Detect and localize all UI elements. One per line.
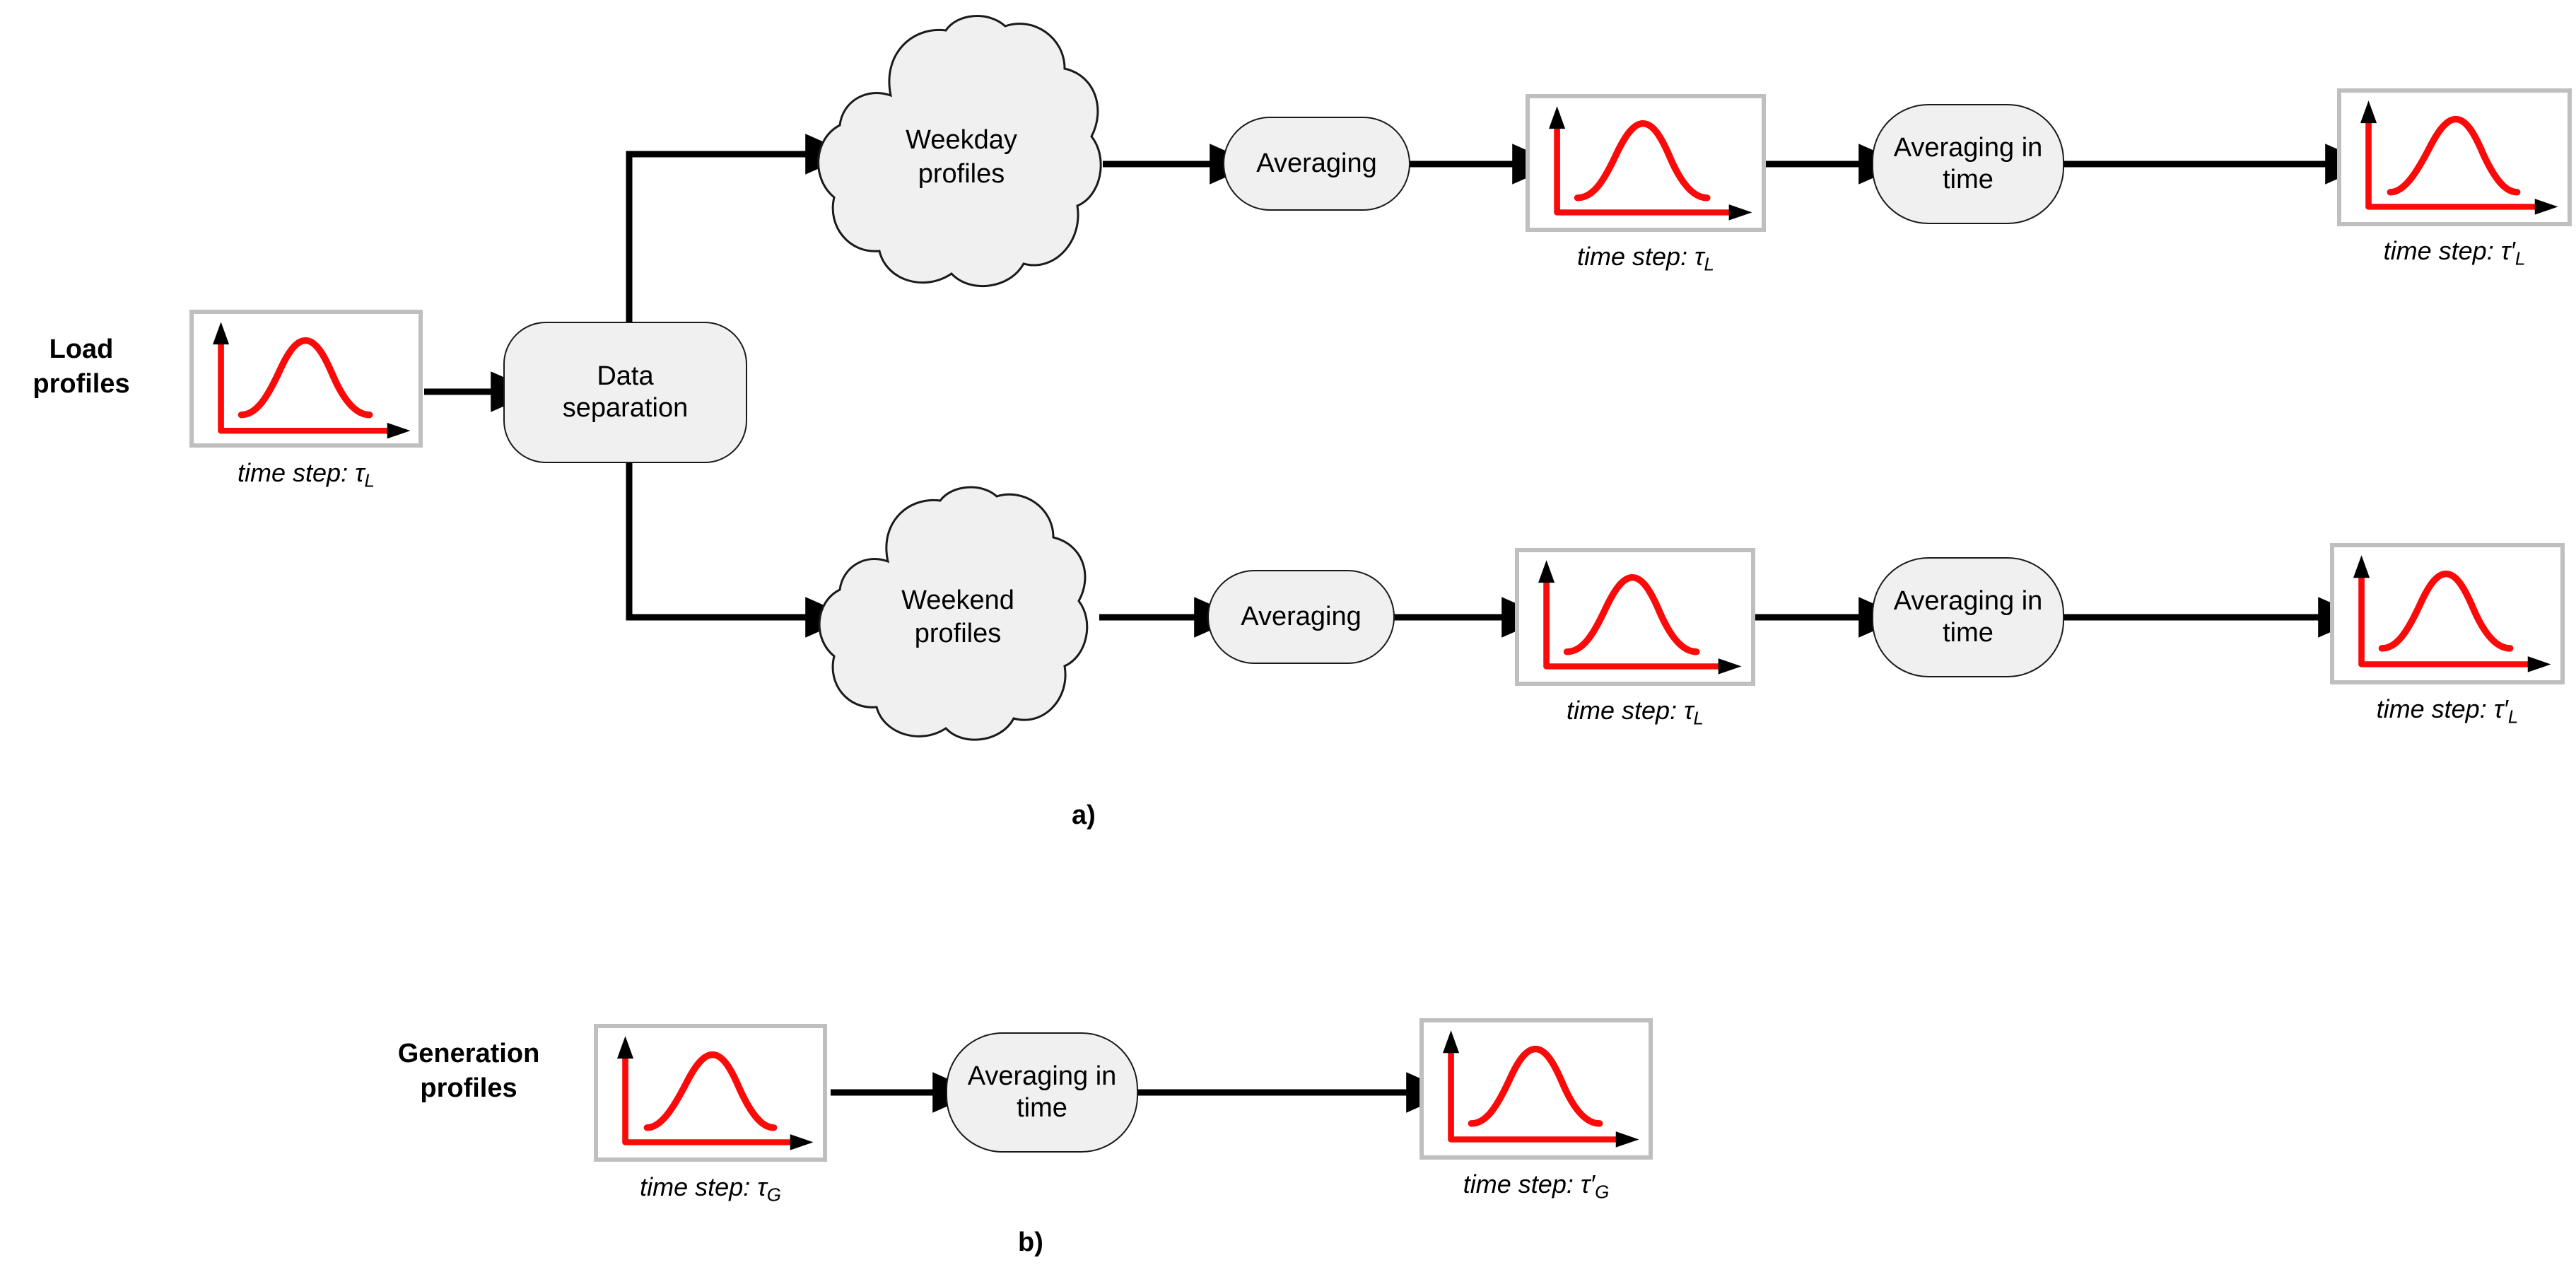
weekday-profiles-cloud[interactable]: Weekday profiles	[806, 11, 1117, 304]
averaging-in-time-button-weekday[interactable]: Averaging in time	[1872, 104, 2064, 224]
averaging-in-time-label-weekday: Averaging in time	[1893, 133, 2043, 194]
caption-generation-final-timestep: time step: τ′G	[1463, 1170, 1610, 1203]
averaging-in-time-label-weekend: Averaging in time	[1893, 586, 2043, 648]
chart-weekday-final	[2337, 88, 2572, 226]
averaging-label-weekend: Averaging	[1241, 602, 1362, 632]
averaging-in-time-button-weekend[interactable]: Averaging in time	[1872, 557, 2064, 677]
averaging-label-weekday: Averaging	[1256, 148, 1377, 179]
mini-chart-broad-bell	[2353, 555, 2551, 672]
mini-chart-narrow-peak	[2360, 100, 2558, 215]
panel-label-b: b)	[1018, 1228, 1043, 1257]
averaging-in-time-button-generation[interactable]: Averaging in time	[946, 1032, 1138, 1153]
caption-load-profiles-timestep: time step: τL	[238, 458, 375, 491]
averaging-in-time-label-generation: Averaging in time	[967, 1061, 1117, 1123]
arrow-separation-to-weekend	[626, 458, 851, 638]
arrow-separation-to-weekday	[626, 134, 851, 325]
generation-profiles-label: Generation profiles	[397, 1039, 540, 1104]
data-separation-label: Data separation	[562, 361, 689, 423]
mini-chart-broad-bell	[1538, 560, 1742, 675]
weekday-profiles-label: Weekday profiles	[906, 125, 1017, 189]
chart-load-profiles	[189, 310, 423, 448]
caption-weekday-final-timestep: time step: τ′L	[2383, 236, 2526, 269]
caption-weekend-averaged-timestep: time step: τL	[1567, 696, 1704, 729]
averaging-button-weekday[interactable]: Averaging	[1223, 117, 1410, 211]
weekend-profiles-cloud[interactable]: Weekend profiles	[806, 482, 1110, 752]
averaging-button-weekend[interactable]: Averaging	[1207, 570, 1395, 664]
chart-weekend-averaged	[1515, 548, 1755, 686]
mini-chart-broad-bell	[212, 322, 411, 439]
load-profiles-label: Load profiles	[33, 334, 130, 400]
caption-generation-profiles-timestep: time step: τG	[640, 1172, 781, 1206]
mini-chart-narrow-peak	[616, 1036, 814, 1150]
chart-generation-final	[1419, 1018, 1653, 1160]
cloud-shape-icon	[817, 15, 1102, 288]
chart-weekend-final	[2330, 543, 2565, 684]
data-separation-box[interactable]: Data separation	[503, 322, 747, 463]
chart-weekday-averaged	[1526, 94, 1766, 232]
mini-chart-broad-bell	[1549, 106, 1752, 221]
caption-weekend-final-timestep: time step: τ′L	[2376, 694, 2519, 728]
panel-label-a: a)	[1072, 800, 1096, 830]
caption-weekday-averaged-timestep: time step: τL	[1577, 242, 1714, 275]
chart-generation-profiles	[594, 1024, 827, 1162]
mini-chart-broad-bell	[1442, 1030, 1639, 1148]
weekend-profiles-label: Weekend profiles	[901, 585, 1014, 649]
cloud-shape-icon	[818, 486, 1089, 741]
